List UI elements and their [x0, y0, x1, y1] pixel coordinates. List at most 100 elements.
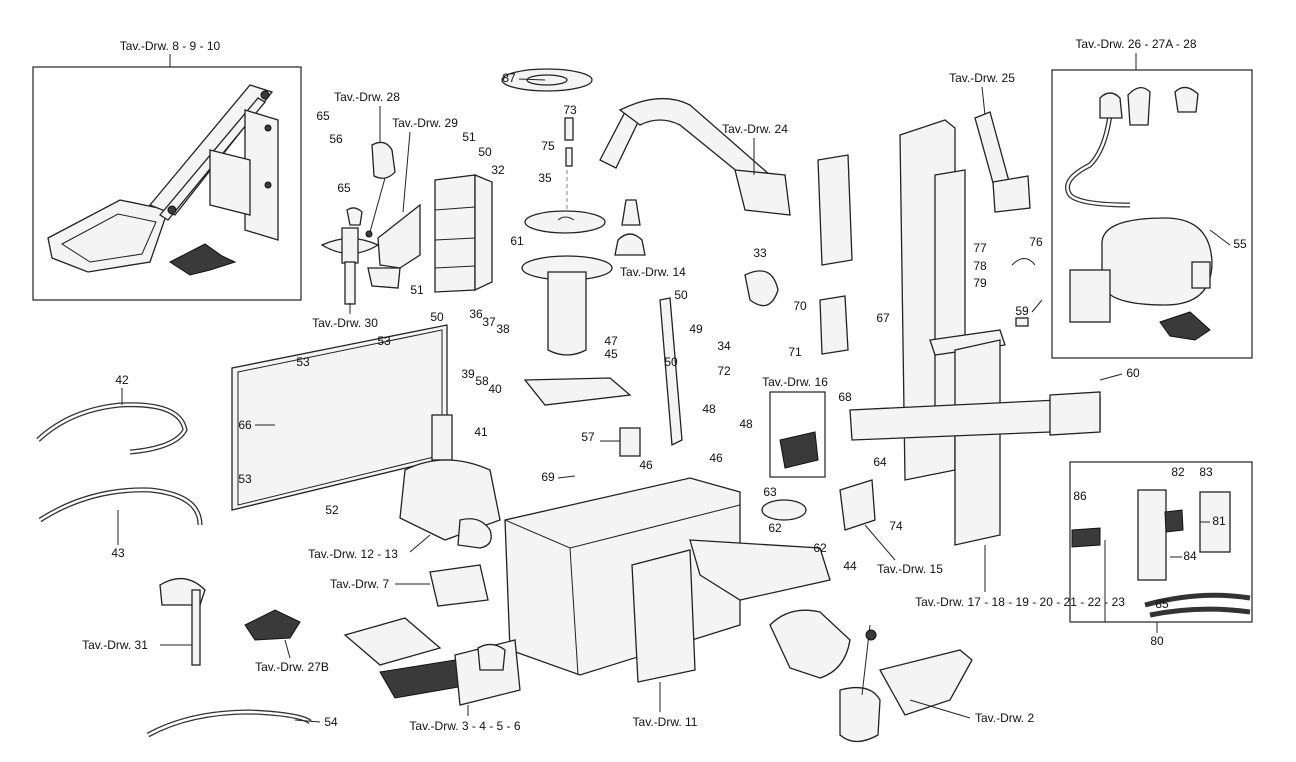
ref-69: 69 — [541, 470, 555, 484]
ref-60: 60 — [1126, 366, 1140, 380]
ref-36: 36 — [469, 307, 483, 321]
ref-71: 71 — [788, 345, 802, 359]
ref-41: 41 — [474, 425, 488, 439]
pedal-cover — [631, 549, 696, 683]
base-cabinet: Tav.-Drw. 11 — [504, 477, 831, 729]
ref-57: 57 — [581, 430, 595, 444]
ref-86: 86 — [1073, 489, 1087, 503]
ref-55: 55 — [1233, 237, 1247, 251]
ref-45: 45 — [604, 347, 618, 361]
vertical-slide — [817, 154, 853, 266]
ref-47: 47 — [604, 334, 618, 348]
motor-group: Tav.-Drw. 7 — [330, 564, 489, 607]
ref-43: 43 — [111, 546, 125, 560]
label-drw-11: Tav.-Drw. 11 — [633, 715, 698, 729]
ref-79: 79 — [973, 276, 987, 290]
label-drw-7: Tav.-Drw. 7 — [330, 577, 389, 591]
ref-59: 59 — [1015, 304, 1029, 318]
press-cylinder — [769, 609, 851, 679]
label-drw-31: Tav.-Drw. 31 — [82, 638, 148, 652]
ref-77: 77 — [973, 241, 987, 255]
shelf-unit — [434, 174, 493, 293]
ref-51-a: 51 — [462, 130, 476, 144]
group-drw-31: Tav.-Drw. 31 — [82, 578, 206, 666]
ref-50-d: 50 — [664, 355, 678, 369]
group-drw-25: Tav.-Drw. 25 — [949, 71, 1031, 213]
ref-44: 44 — [843, 559, 857, 573]
group-drw-27b: Tav.-Drw. 27B — [244, 609, 329, 674]
ref-84: 84 — [1183, 549, 1197, 563]
support-bracket — [377, 203, 421, 269]
ref-53-b: 53 — [377, 334, 391, 348]
ring-63 — [761, 499, 807, 521]
ref-56: 56 — [329, 132, 343, 146]
ref-65-a: 65 — [316, 109, 330, 123]
ref-51-b: 51 — [410, 283, 424, 297]
air-tank — [1101, 217, 1213, 306]
label-drw-3-4-5-6: Tav.-Drw. 3 - 4 - 5 - 6 — [409, 719, 520, 733]
ref-68: 68 — [838, 390, 852, 404]
ref-75: 75 — [541, 139, 555, 153]
ref-42: 42 — [115, 373, 129, 387]
pedal-valve-small — [169, 243, 237, 276]
ref-63: 63 — [763, 485, 777, 499]
ref-70: 70 — [793, 299, 807, 313]
ref-65-b: 65 — [337, 181, 351, 195]
valve-block — [839, 479, 876, 531]
group-drw-30: Tav.-Drw. 30 — [312, 207, 380, 330]
group-drw-16: Tav.-Drw. 16 — [762, 375, 828, 478]
base-plate — [689, 539, 831, 601]
ref-48-b: 48 — [739, 417, 753, 431]
label-drw-30: Tav.-Drw. 30 — [312, 316, 378, 330]
plate-45 — [523, 377, 632, 406]
label-drw-24: Tav.-Drw. 24 — [722, 122, 788, 136]
group-drw-28-left: Tav.-Drw. 28 — [334, 90, 400, 238]
inflation-gauge — [371, 141, 396, 179]
label-drw-29: Tav.-Drw. 29 — [392, 116, 458, 130]
ref-50-b: 50 — [430, 310, 444, 324]
ref-32: 32 — [491, 163, 505, 177]
part-34 — [744, 270, 779, 307]
ref-46-b: 46 — [709, 451, 723, 465]
rod-31 — [191, 589, 201, 666]
ref-39: 39 — [461, 367, 475, 381]
label-drw-14: Tav.-Drw. 14 — [620, 265, 686, 279]
group-drw-24: Tav.-Drw. 24 — [599, 97, 791, 256]
press-arm-group: Tav.-Drw. 2 — [769, 609, 1034, 743]
ref-66: 66 — [238, 418, 252, 432]
label-drw-25: Tav.-Drw. 25 — [949, 71, 1015, 85]
ref-35: 35 — [538, 171, 552, 185]
ref-50-c: 50 — [674, 288, 688, 302]
label-drw-15: Tav.-Drw. 15 — [877, 562, 943, 576]
ref-34: 34 — [717, 339, 731, 353]
gearbox-group: Tav.-Drw. 12 - 13 — [308, 414, 501, 561]
support-47 — [659, 297, 683, 447]
ref-52: 52 — [325, 503, 339, 517]
press-paddle — [839, 686, 881, 743]
drw-25-box — [992, 175, 1031, 213]
label-drw-12-13: Tav.-Drw. 12 - 13 — [308, 547, 398, 561]
ref-67: 67 — [876, 311, 890, 325]
frame-drw-8-9-10 — [32, 66, 302, 301]
turntable-shaft — [547, 271, 587, 356]
turntable-group: Tav.-Drw. 14 — [501, 68, 686, 356]
mount-head — [614, 233, 646, 256]
main-column: Tav.-Drw. 17 - 18 - 19 - 20 - 21 - 22 - … — [817, 119, 1125, 609]
ref-46-a: 46 — [639, 458, 653, 472]
group-drw-29: Tav.-Drw. 29 — [367, 116, 458, 289]
ref-76: 76 — [1029, 235, 1043, 249]
ref-38: 38 — [496, 322, 510, 336]
ref-62-a: 62 — [768, 521, 782, 535]
locking-knob — [346, 207, 363, 226]
callout-leaders — [117, 78, 1231, 723]
ref-78: 78 — [973, 259, 987, 273]
ref-54: 54 — [324, 715, 338, 729]
label-drw-28-left: Tav.-Drw. 28 — [334, 90, 400, 104]
ref-61: 61 — [510, 234, 524, 248]
pin-75 — [565, 147, 573, 167]
part-57 — [619, 427, 641, 457]
group-drw-8-9-10: Tav.-Drw. 8 - 9 - 10 — [32, 39, 302, 301]
disc-35 — [524, 210, 606, 234]
ref-40: 40 — [488, 382, 502, 396]
